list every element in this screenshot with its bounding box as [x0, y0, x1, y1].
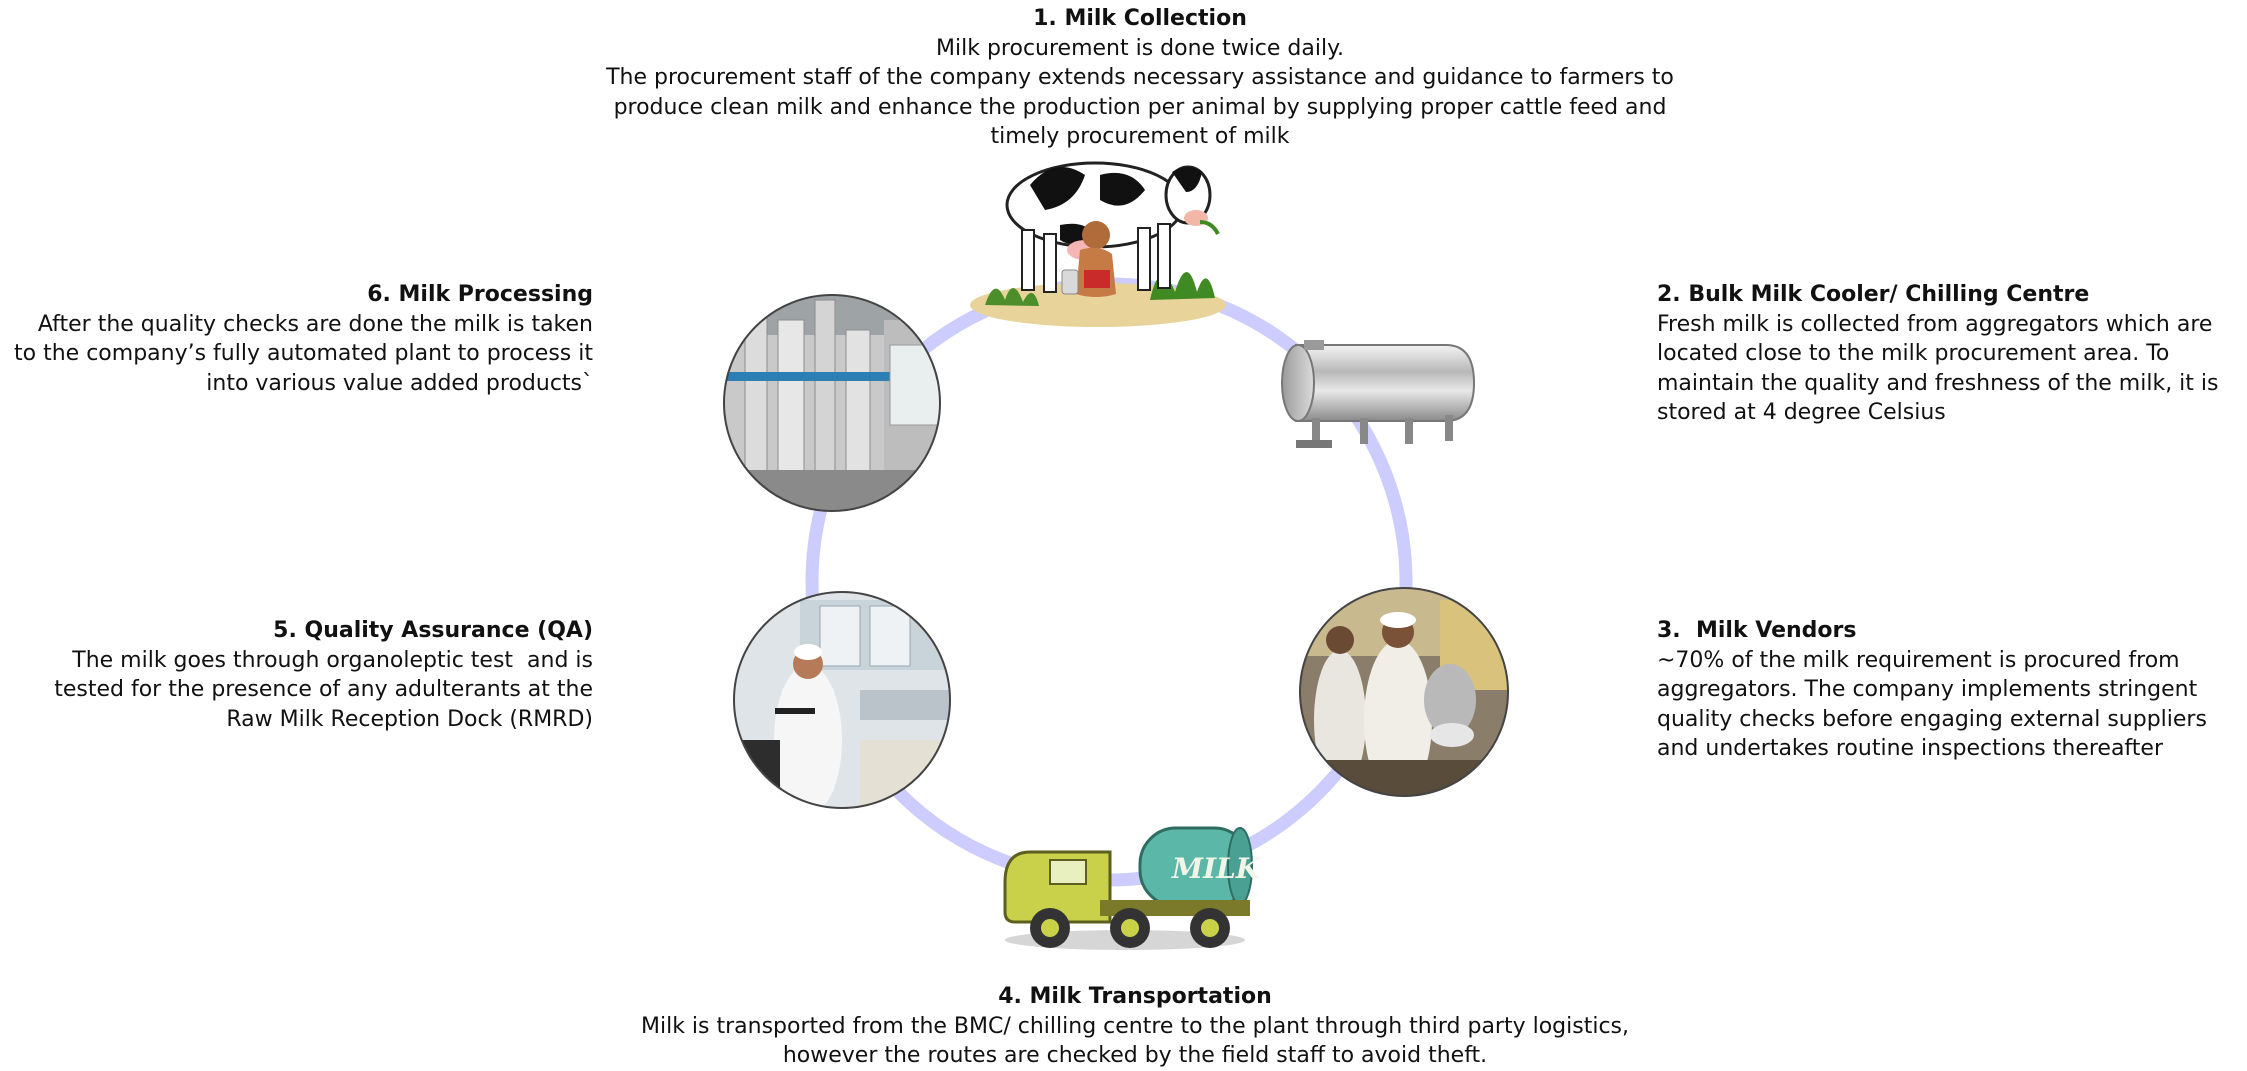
step-milk-vendors: 3. Milk Vendors ~70% of the milk require…	[1657, 616, 2237, 764]
svg-text:MILK: MILK	[1171, 852, 1262, 885]
cow-milking-illustration	[970, 161, 1226, 327]
step-title: 4. Milk Transportation	[998, 984, 1272, 1009]
step-description: Milk is transported from the BMC/ chilli…	[640, 1013, 1630, 1069]
milk-vendors-photo	[1299, 587, 1509, 797]
step-quality-assurance: 5. Quality Assurance (QA) The milk goes …	[10, 616, 593, 734]
step-title: 1. Milk Collection	[1033, 6, 1247, 31]
step-description: The milk goes through organoleptic test …	[54, 647, 600, 732]
step-description: After the quality checks are done the mi…	[14, 311, 593, 396]
step-description: Milk procurement is done twice daily. Th…	[606, 35, 1674, 150]
step-title: 6. Milk Processing	[367, 282, 593, 307]
steel-milk-tank	[1281, 340, 1476, 448]
step-title: 5. Quality Assurance (QA)	[273, 618, 593, 643]
processing-plant-photo	[723, 294, 941, 512]
milk-tanker-truck: MILK	[1003, 826, 1262, 950]
step-description: ~70% of the milk requirement is procured…	[1657, 647, 2207, 762]
step-milk-collection: 1. Milk Collection Milk procurement is d…	[590, 4, 1690, 152]
lab-technician-photo	[733, 591, 951, 809]
step-title: 3. Milk Vendors	[1657, 618, 1857, 643]
step-description: Fresh milk is collected from aggregators…	[1657, 311, 2219, 426]
step-title: 2. Bulk Milk Cooler/ Chilling Centre	[1657, 282, 2090, 307]
step-milk-processing: 6. Milk Processing After the quality che…	[10, 280, 593, 398]
step-milk-transportation: 4. Milk Transportation Milk is transport…	[595, 982, 1675, 1071]
step-bulk-milk-cooler: 2. Bulk Milk Cooler/ Chilling Centre Fre…	[1657, 280, 2237, 428]
